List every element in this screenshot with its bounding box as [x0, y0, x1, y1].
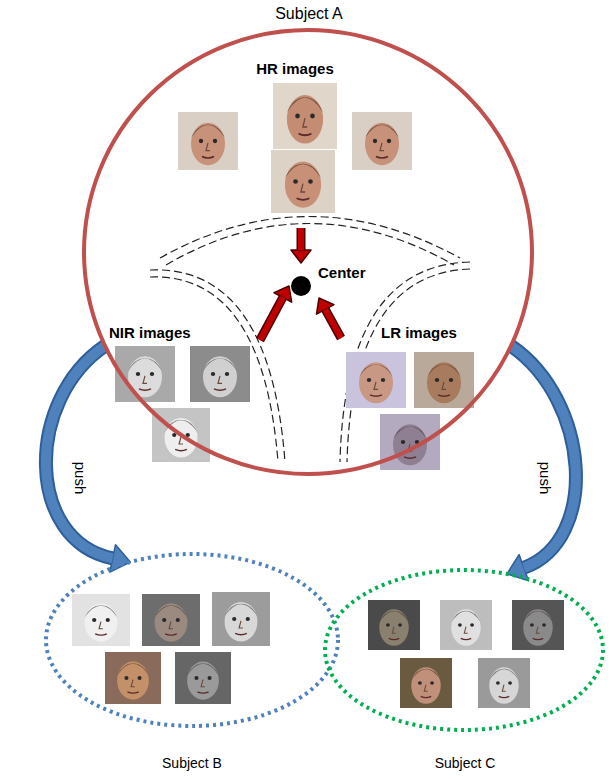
- face-photo: [512, 600, 564, 650]
- group-label: HR images: [256, 60, 334, 78]
- face-photo: [414, 352, 474, 408]
- arrow-shaft: [260, 297, 283, 340]
- nir-photos: [115, 346, 250, 462]
- center-arrow: [291, 228, 311, 263]
- subject-b-photos: [72, 592, 270, 704]
- face-photo: [271, 150, 335, 213]
- image-group: HR images: [176, 60, 414, 215]
- arrow-shaft: [298, 228, 304, 250]
- center-dot: [291, 276, 311, 296]
- face-photo: [440, 600, 492, 650]
- subject-outline: [46, 554, 338, 726]
- arrow-shaft: [325, 309, 341, 338]
- arrow-shaft: [325, 309, 341, 338]
- subject-label: Subject C: [435, 755, 496, 772]
- subject-ellipse: Subject C: [324, 566, 606, 776]
- lr-photos: [346, 352, 474, 470]
- face-photo: [72, 594, 130, 646]
- face-photo: [346, 352, 406, 408]
- subject-outline: [84, 30, 532, 474]
- center-point: Center: [291, 264, 371, 296]
- face-photo: [478, 658, 530, 708]
- group-label: Center: [318, 264, 366, 282]
- group-label: NIR images: [109, 324, 191, 342]
- face-photo: [115, 346, 175, 402]
- face-photo: [400, 658, 452, 708]
- arrow-shaft: [46, 346, 113, 559]
- arrow-shaft: [260, 297, 283, 340]
- arrow-shaft: [511, 346, 576, 568]
- push-arrow: [507, 346, 576, 581]
- face-photo: [105, 652, 161, 704]
- edge-label: push: [71, 460, 89, 497]
- arrow-head: [110, 545, 130, 572]
- face-photo: [273, 83, 337, 149]
- arrow-head: [291, 250, 311, 263]
- outline-svg: [324, 566, 606, 776]
- face-photo: [175, 652, 231, 704]
- center-arrow: [317, 298, 341, 338]
- hr-photos: [178, 83, 412, 213]
- push-arrow: [46, 346, 130, 572]
- subject-label: Subject B: [162, 755, 222, 772]
- face-photo: [142, 594, 200, 646]
- group-label: LR images: [381, 324, 457, 342]
- subject-ellipse: Subject B: [44, 550, 340, 776]
- center-arrow: [260, 286, 292, 340]
- arrow-shaft: [46, 346, 113, 559]
- face-photo: [368, 600, 420, 650]
- arrow-shaft: [511, 346, 576, 568]
- face-photo: [212, 592, 270, 646]
- subject-circle: Subject A HR imagesCenterNIR images LR ima…: [84, 4, 534, 480]
- edge-label: push: [536, 460, 554, 497]
- subject-c-photos: [368, 600, 564, 708]
- arrow-shaft: [297, 228, 306, 250]
- subject-outline: [325, 570, 603, 730]
- face-photo: [352, 112, 412, 170]
- face-photo: [178, 112, 238, 170]
- face-photo: [190, 346, 250, 402]
- face-photo: [380, 414, 440, 470]
- image-group: NIR images: [103, 324, 258, 474]
- image-group: LR images: [343, 324, 489, 474]
- subject-label: Subject A: [275, 4, 343, 23]
- outline-svg: [44, 550, 340, 776]
